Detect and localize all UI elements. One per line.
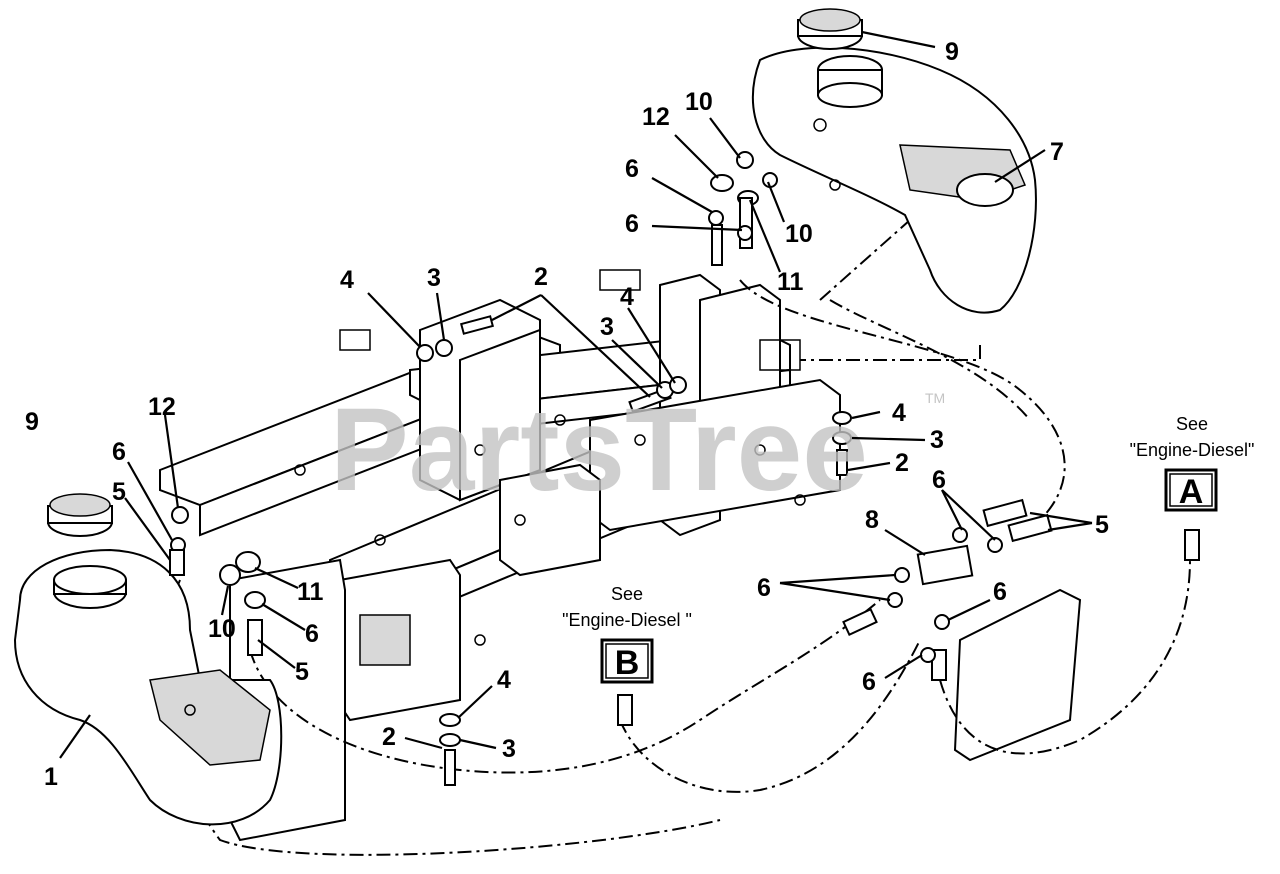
callout-6-r2: 6: [757, 574, 771, 602]
callout-4-c: 4: [892, 399, 906, 427]
watermark-trademark: TM: [925, 390, 945, 406]
callout-8: 8: [865, 506, 879, 534]
reference-b[interactable]: See "Engine-Diesel " B: [562, 584, 692, 684]
callout-11-left: 11: [297, 578, 324, 606]
reference-a-see: See: [1176, 414, 1208, 434]
fuel-tank-right: [752, 46, 1037, 314]
callout-10-top: 10: [685, 88, 713, 116]
callout-11-top: 11: [777, 268, 804, 296]
reference-a-box[interactable]: [1164, 468, 1218, 512]
fuel-cap-left: [47, 493, 113, 537]
callout-6-r1: 6: [932, 466, 946, 494]
fuel-cap-top: [797, 8, 863, 50]
callout-7: 7: [1050, 138, 1064, 166]
callout-4-d: 4: [497, 666, 511, 694]
callout-4-b: 4: [620, 283, 634, 311]
callout-3-b: 3: [600, 313, 614, 341]
callout-10-mid: 10: [785, 220, 813, 248]
reference-b-target: "Engine-Diesel ": [562, 610, 692, 630]
callout-5-left-b: 5: [295, 658, 309, 686]
top-fittings: [708, 151, 778, 266]
reference-b-see: See: [611, 584, 643, 604]
reference-a-target: "Engine-Diesel": [1130, 440, 1255, 460]
callout-3-d: 3: [502, 735, 516, 763]
callout-6-left: 6: [112, 438, 126, 466]
watermark-text: PartsTree: [330, 384, 868, 516]
callout-12-top: 12: [642, 103, 670, 131]
callout-2-a: 2: [534, 263, 548, 291]
callout-6-r3: 6: [993, 578, 1007, 606]
callout-12-left: 12: [148, 393, 176, 421]
callout-6-left-b: 6: [305, 620, 319, 648]
fuel-tank-left: [13, 548, 283, 826]
reference-a[interactable]: See "Engine-Diesel" A: [1130, 414, 1255, 512]
callout-9-left: 9: [25, 408, 39, 436]
callout-3-a: 3: [427, 264, 441, 292]
callout-2-d: 2: [382, 723, 396, 751]
left-fittings: [169, 506, 266, 656]
callout-2-c: 2: [895, 449, 909, 477]
callout-10-left: 10: [208, 615, 236, 643]
callout-9-top: 9: [945, 38, 959, 66]
callout-5-r: 5: [1095, 511, 1109, 539]
callout-3-c: 3: [930, 426, 944, 454]
reference-b-box[interactable]: [600, 638, 654, 684]
callout-1: 1: [44, 763, 58, 791]
callout-6-r4: 6: [862, 668, 876, 696]
callout-labels: 9 7 10 12 6 6 10 11 4 3 2 4 3 4 3 2 6 8 …: [25, 38, 1109, 791]
reference-b-letter: B: [615, 644, 640, 682]
callout-5-left: 5: [112, 478, 126, 506]
callout-6-top-a: 6: [625, 155, 639, 183]
callout-6-top-b: 6: [625, 210, 639, 238]
leader-lines: [59, 30, 1093, 759]
reference-a-letter: A: [1179, 473, 1204, 511]
callout-4-a: 4: [340, 266, 354, 294]
watermark: PartsTree TM: [330, 384, 945, 516]
